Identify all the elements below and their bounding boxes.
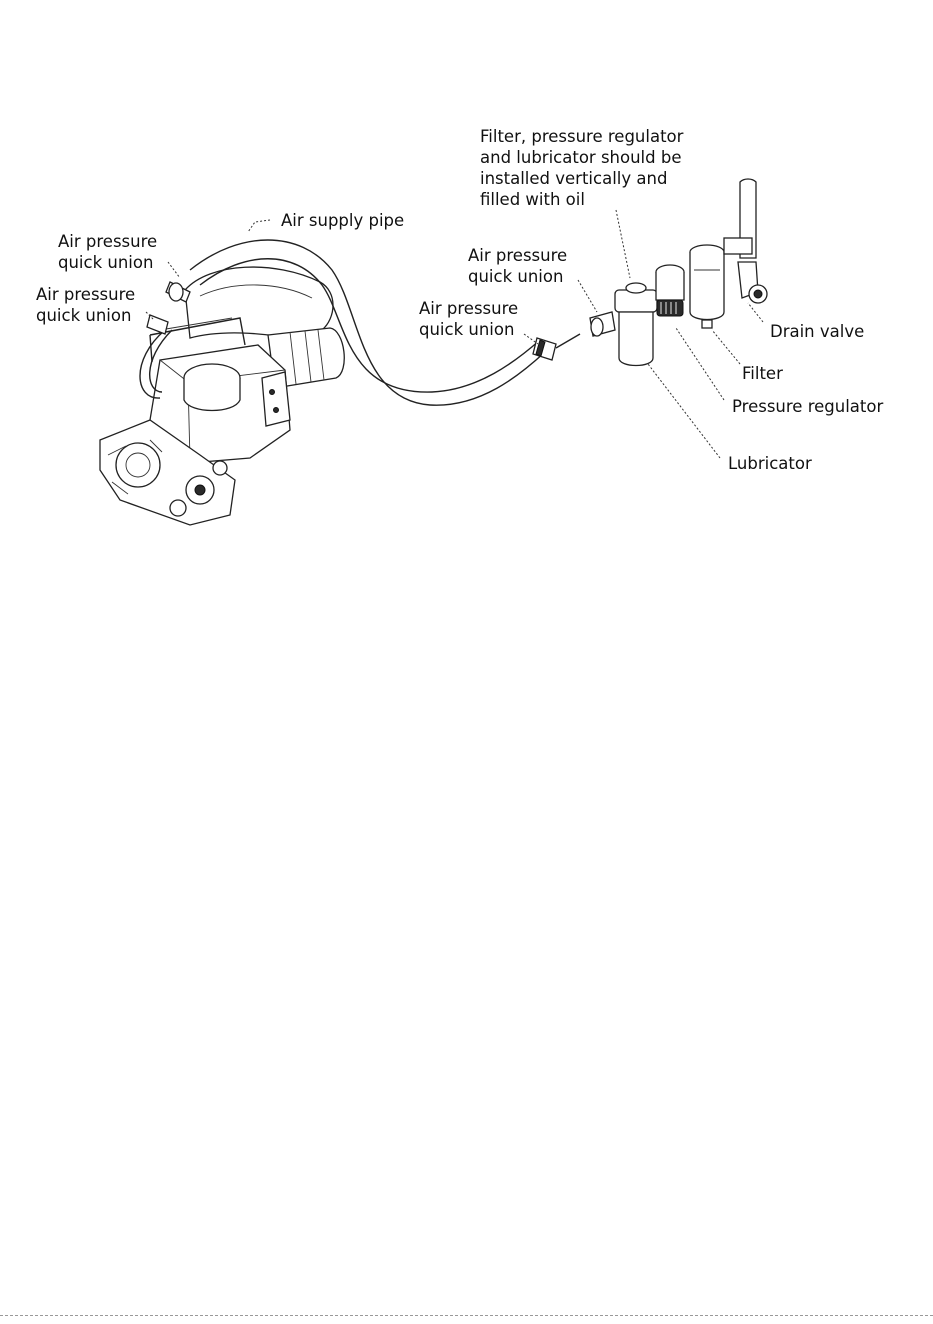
lubricator-label: Lubricator [728,453,812,474]
leader-drain-valve [748,303,763,322]
leader-pressure-regulator [676,328,724,400]
leader-install-note [616,210,630,278]
leader-quick-union-4 [578,280,597,312]
quick-union-label-2: Air pressure quick union [36,284,135,326]
leader-lubricator [648,364,720,458]
pipe-quick-union [533,334,580,360]
quick-union-label-3: Air pressure quick union [419,298,518,340]
filter-label: Filter [742,363,783,384]
leader-quick-union-1 [168,262,180,278]
pressure-regulator-label: Pressure regulator [732,396,883,417]
drain-valve-label: Drain valve [770,321,864,342]
strapping-tool-illustration [100,267,344,525]
air-supply-pipe-label: Air supply pipe [281,210,404,231]
page-bottom-edge [0,1315,933,1316]
quick-union-label-1: Air pressure quick union [58,231,157,273]
leader-air-supply-pipe [248,220,270,232]
install-note-label: Filter, pressure regulator and lubricato… [480,126,683,210]
leader-filter [712,330,740,364]
quick-union-label-4: Air pressure quick union [468,245,567,287]
